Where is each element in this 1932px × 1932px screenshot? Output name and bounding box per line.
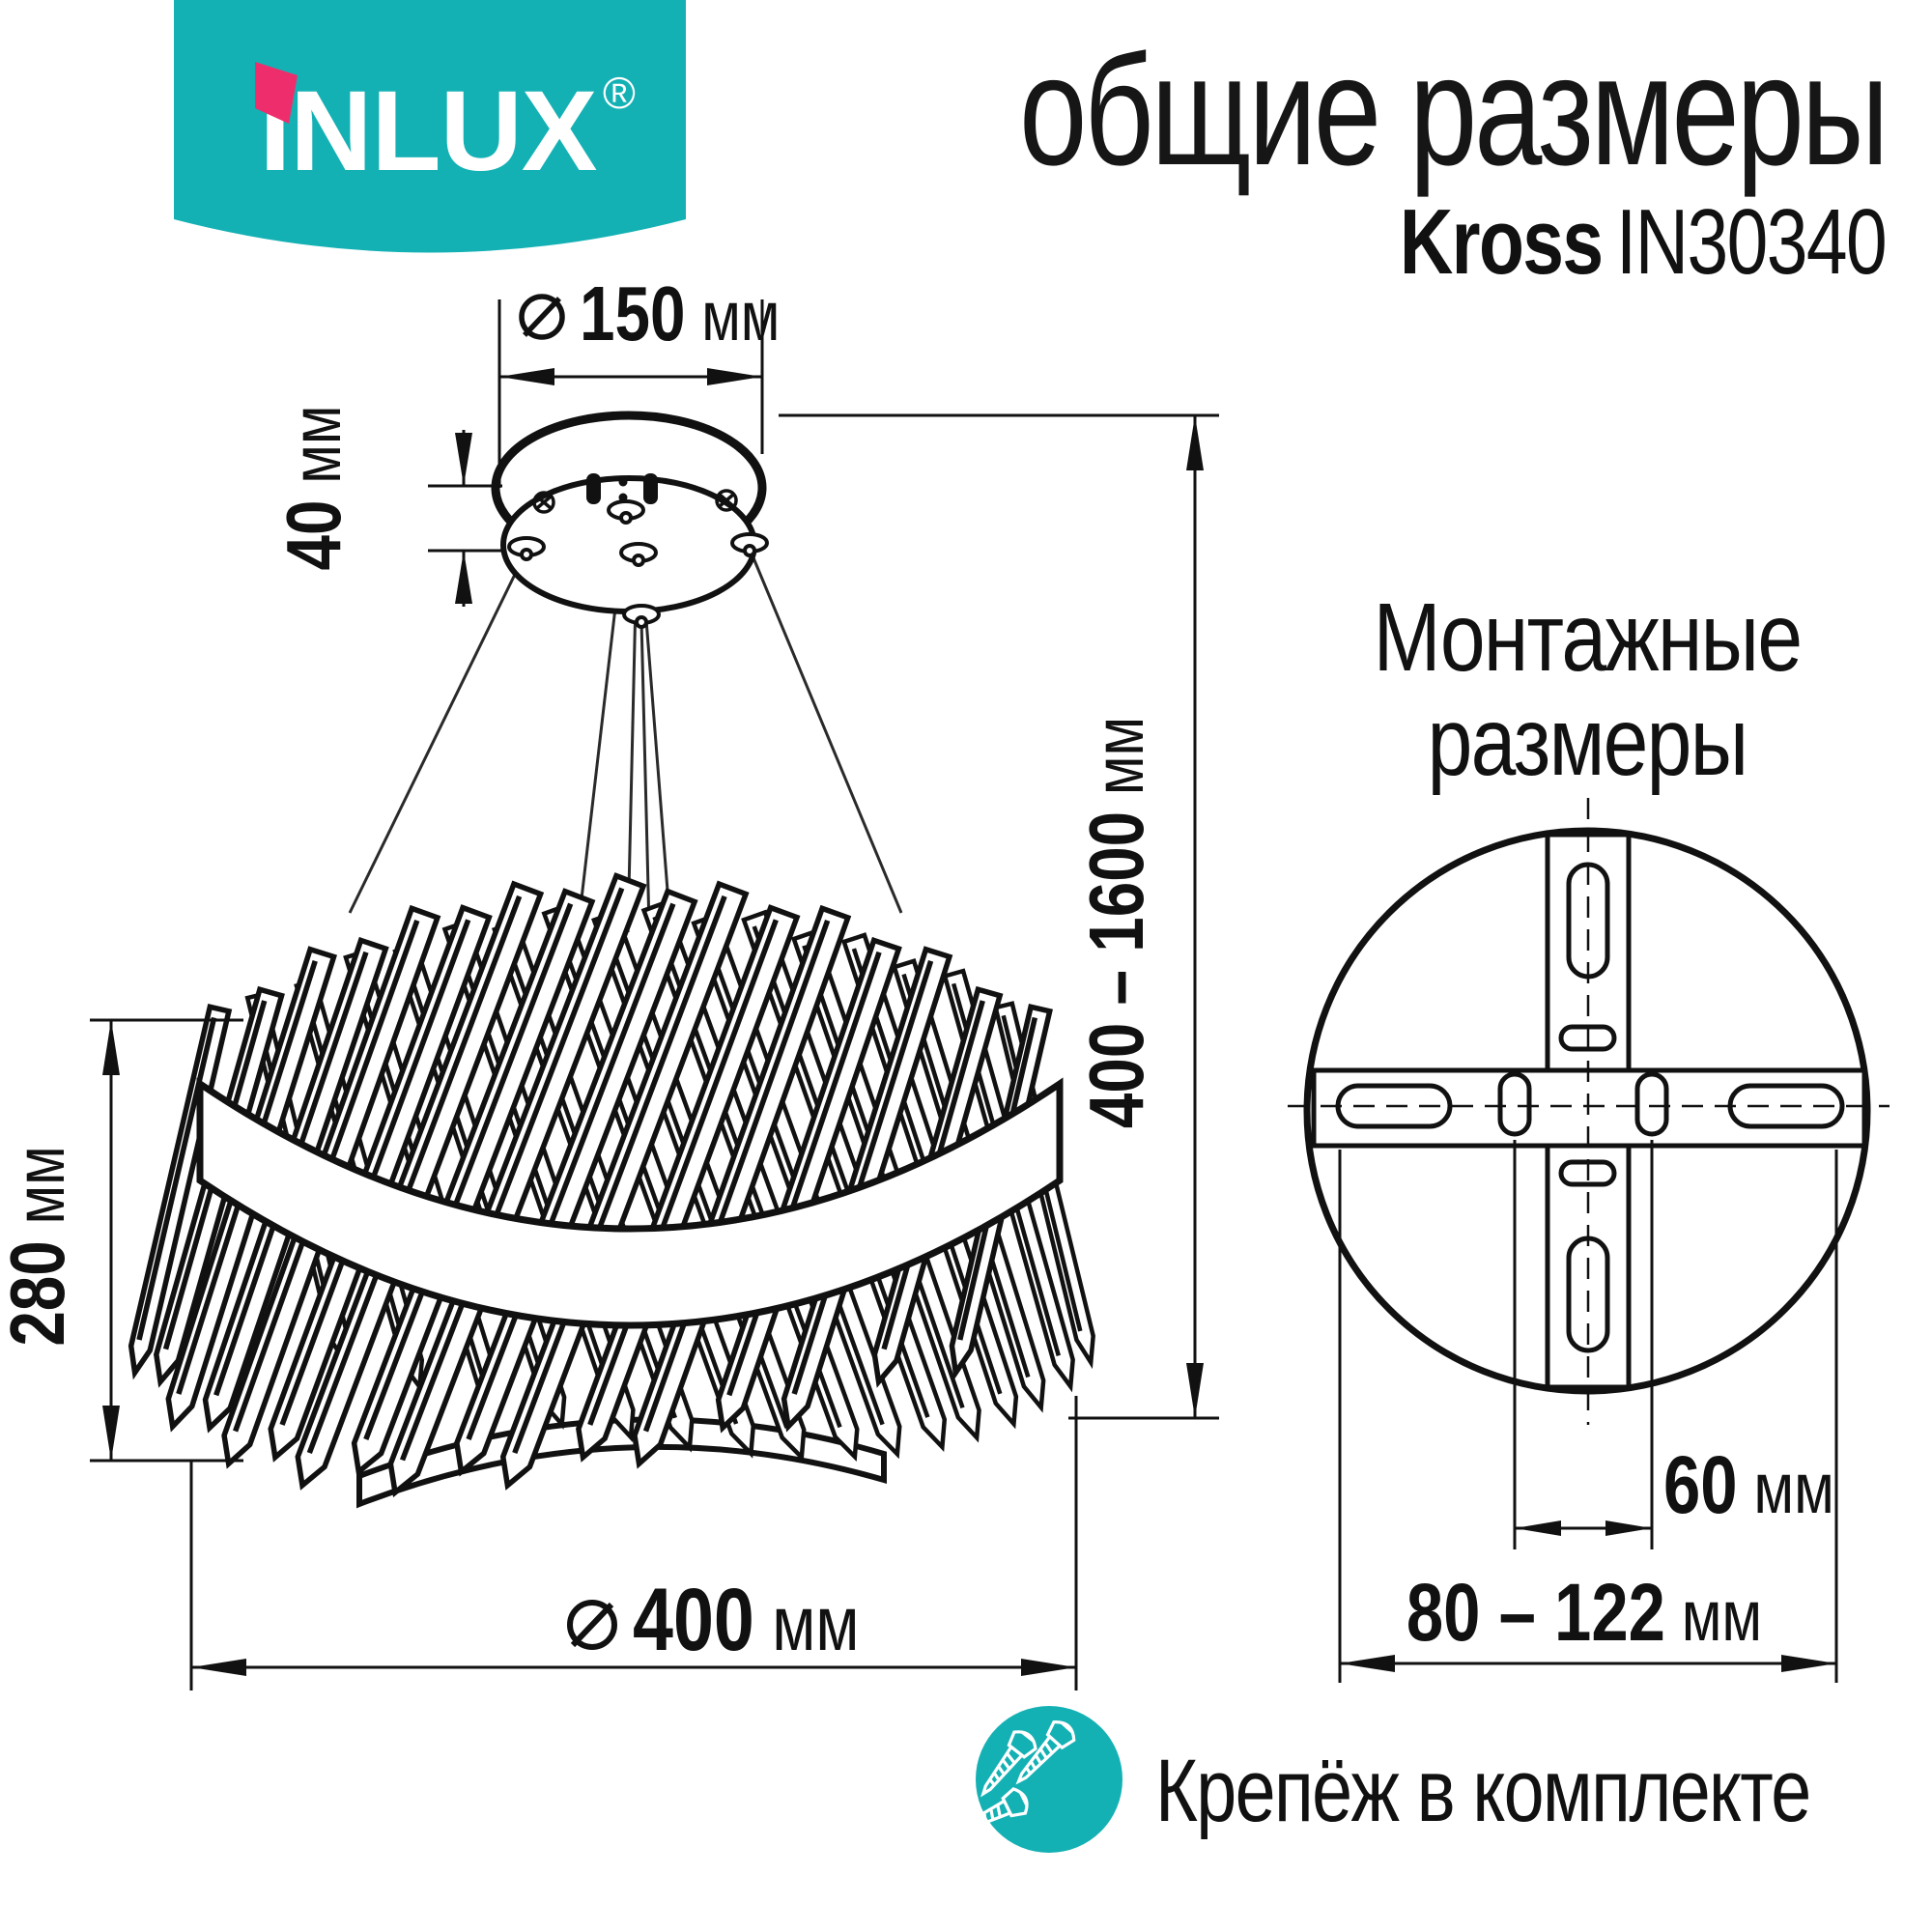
brand-banner: INLUX ® [174,0,686,290]
diameter-symbol-icon [567,1600,617,1650]
dim-canopy-height: 40 мм [270,406,502,607]
canopy-diameter-label: 150 мм [580,270,780,357]
banner-shape [174,0,686,253]
mounting-plate-drawing [1288,798,1889,1425]
product-name: Kross [1399,190,1604,294]
brand-logo: INLUX [260,68,597,195]
mounting-section-title: Монтажные размеры [1303,585,1871,794]
dim-canopy-diameter: 150 мм [497,270,780,488]
pendant-fixture-drawing [128,872,1095,1509]
screws-icon [951,1706,1122,1853]
diameter-symbol-icon [519,294,565,340]
logo-accent [255,62,298,124]
fixture-diameter-label: 400 мм [633,1570,859,1669]
canopy-height-label: 40 мм [270,406,357,571]
dim-bracket-span: 80 – 122 мм [1338,1150,1838,1683]
dim-hole-spacing: 60 мм [1513,1140,1834,1549]
mounting-title-line1: Монтажные [1373,583,1804,692]
dim-fixture-height: 280 мм [0,1018,243,1463]
canopy-screw-icons [532,489,738,514]
cable-glands [507,499,769,629]
fixture-height-label: 280 мм [0,1146,80,1346]
led-band-front [196,1077,1064,1329]
suspension-height-label: 400 – 1600 мм [1073,717,1160,1128]
dim-fixture-diameter: 400 мм [189,1396,1078,1690]
canopy-drawing [491,411,769,629]
mounting-title-line2: размеры [1427,688,1748,796]
registered-mark: ® [603,68,636,118]
vent-slots-icon [586,473,658,504]
page-title: общие размеры [1018,23,1889,198]
dim-suspension-height: 400 – 1600 мм [779,413,1219,1420]
fasteners-note: Крепёж в комплекте [1155,1742,1811,1840]
bracket-span-label: 80 – 122 мм [1406,1568,1762,1659]
hole-spacing-label: 60 мм [1663,1440,1834,1531]
product-code: IN30340 [1615,190,1888,294]
